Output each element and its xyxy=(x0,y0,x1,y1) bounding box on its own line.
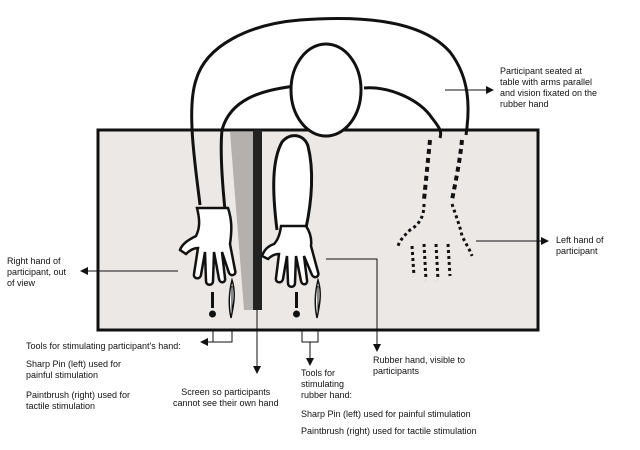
label-tools-rubber: Tools for stimulating rubber hand: xyxy=(301,368,353,400)
left-hand-participant xyxy=(396,203,474,281)
rubber-hand xyxy=(260,224,320,288)
arrowhead-tools-participant xyxy=(200,338,208,346)
arrowhead-tools-rubber xyxy=(306,358,314,366)
screen xyxy=(253,130,262,310)
label-sharp-pin-rubber: Sharp Pin (left) used for painful stimul… xyxy=(301,409,471,419)
label-paintbrush-rubber: Paintbrush (right) used for tactile stim… xyxy=(301,426,477,436)
screen-shadow xyxy=(230,132,254,310)
leader-rubber-hand xyxy=(326,258,378,346)
arrowhead-screen xyxy=(253,366,261,374)
arrowhead-participant-seated xyxy=(486,86,494,94)
label-participant-seated: Participant seated at table with arms pa… xyxy=(500,66,598,109)
left-hand-arm-dotted xyxy=(422,139,464,201)
arrowhead-rubber-hand xyxy=(373,344,381,352)
participant-body-outline xyxy=(190,17,470,206)
label-left-hand: Left hand of participant xyxy=(556,235,604,256)
participant-inner-arm-outline xyxy=(219,84,297,211)
bracket-tools-rubber xyxy=(301,330,319,360)
label-rubber-hand: Rubber hand, visible to participants xyxy=(373,355,466,376)
sharp-pin-rubber xyxy=(293,292,300,318)
arrowhead-right-hand xyxy=(80,267,88,275)
label-right-hand: Right hand of participant, out of view xyxy=(7,256,67,288)
paintbrush-rubber xyxy=(314,277,321,319)
label-sharp-pin-participant: Sharp Pin (left) used for painful stimul… xyxy=(26,359,122,380)
rubber-hand-arm xyxy=(272,134,314,231)
paintbrush-participant xyxy=(228,277,235,319)
label-screen: Screen so participants cannot see their … xyxy=(173,387,279,408)
participant-inner-arm-right xyxy=(363,86,443,139)
label-tools-participant: Tools for stimulating participant's hand… xyxy=(26,341,181,351)
sharp-pin-participant xyxy=(209,292,216,318)
right-hand-participant xyxy=(178,206,237,286)
label-paintbrush-participant: Paintbrush (right) used for tactile stim… xyxy=(26,390,131,411)
bracket-tools-participant xyxy=(206,330,233,343)
arrowhead-left-hand xyxy=(541,237,549,245)
participant-head xyxy=(289,42,363,138)
